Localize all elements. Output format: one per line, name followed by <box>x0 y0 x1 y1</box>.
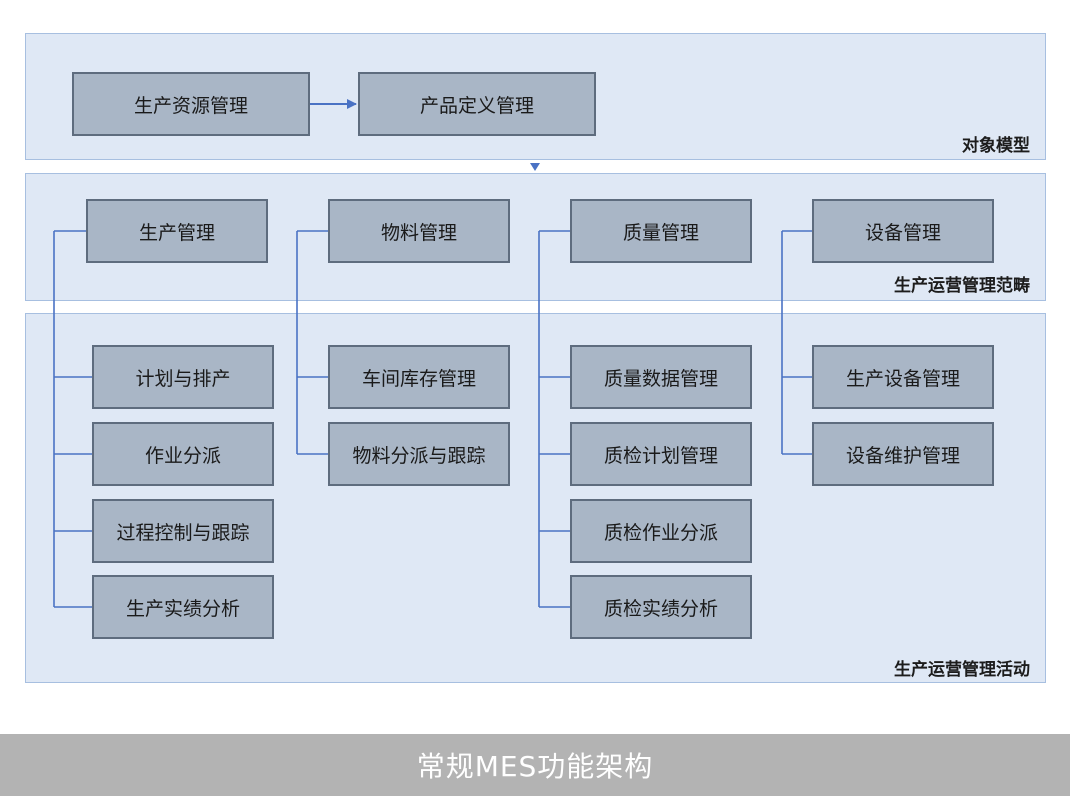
object-model-label: 对象模型 <box>962 136 1030 156</box>
tree-lines-quality <box>538 230 570 608</box>
caption-bar: 常规MES功能架构 <box>0 734 1070 796</box>
panel-down-arrow <box>530 163 540 171</box>
inspection-dispatch-box: 质检作业分派 <box>570 499 752 563</box>
product-definition-box: 产品定义管理 <box>358 72 596 136</box>
caption-text: 常规MES功能架构 <box>416 750 654 783</box>
equipment-maintenance-box: 设备维护管理 <box>812 422 994 486</box>
tree-lines-production <box>53 230 92 608</box>
production-performance-box: 生产实绩分析 <box>92 575 274 639</box>
category-production-box: 生产管理 <box>86 199 268 263</box>
category-equipment-box: 设备管理 <box>812 199 994 263</box>
tree-lines-equipment <box>781 230 812 455</box>
job-dispatch-box: 作业分派 <box>92 422 274 486</box>
category-material-box: 物料管理 <box>328 199 510 263</box>
process-control-tracking-box: 过程控制与跟踪 <box>92 499 274 563</box>
production-resource-box: 生产资源管理 <box>72 72 310 136</box>
planning-scheduling-box: 计划与排产 <box>92 345 274 409</box>
tree-lines-material <box>296 230 328 455</box>
scope-label: 生产运营管理范畴 <box>894 276 1030 296</box>
quality-data-box: 质量数据管理 <box>570 345 752 409</box>
inspection-plan-box: 质检计划管理 <box>570 422 752 486</box>
category-quality-box: 质量管理 <box>570 199 752 263</box>
production-equipment-box: 生产设备管理 <box>812 345 994 409</box>
material-dispatch-tracking-box: 物料分派与跟踪 <box>328 422 510 486</box>
workshop-inventory-box: 车间库存管理 <box>328 345 510 409</box>
inspection-performance-box: 质检实绩分析 <box>570 575 752 639</box>
activities-label: 生产运营管理活动 <box>894 660 1030 680</box>
